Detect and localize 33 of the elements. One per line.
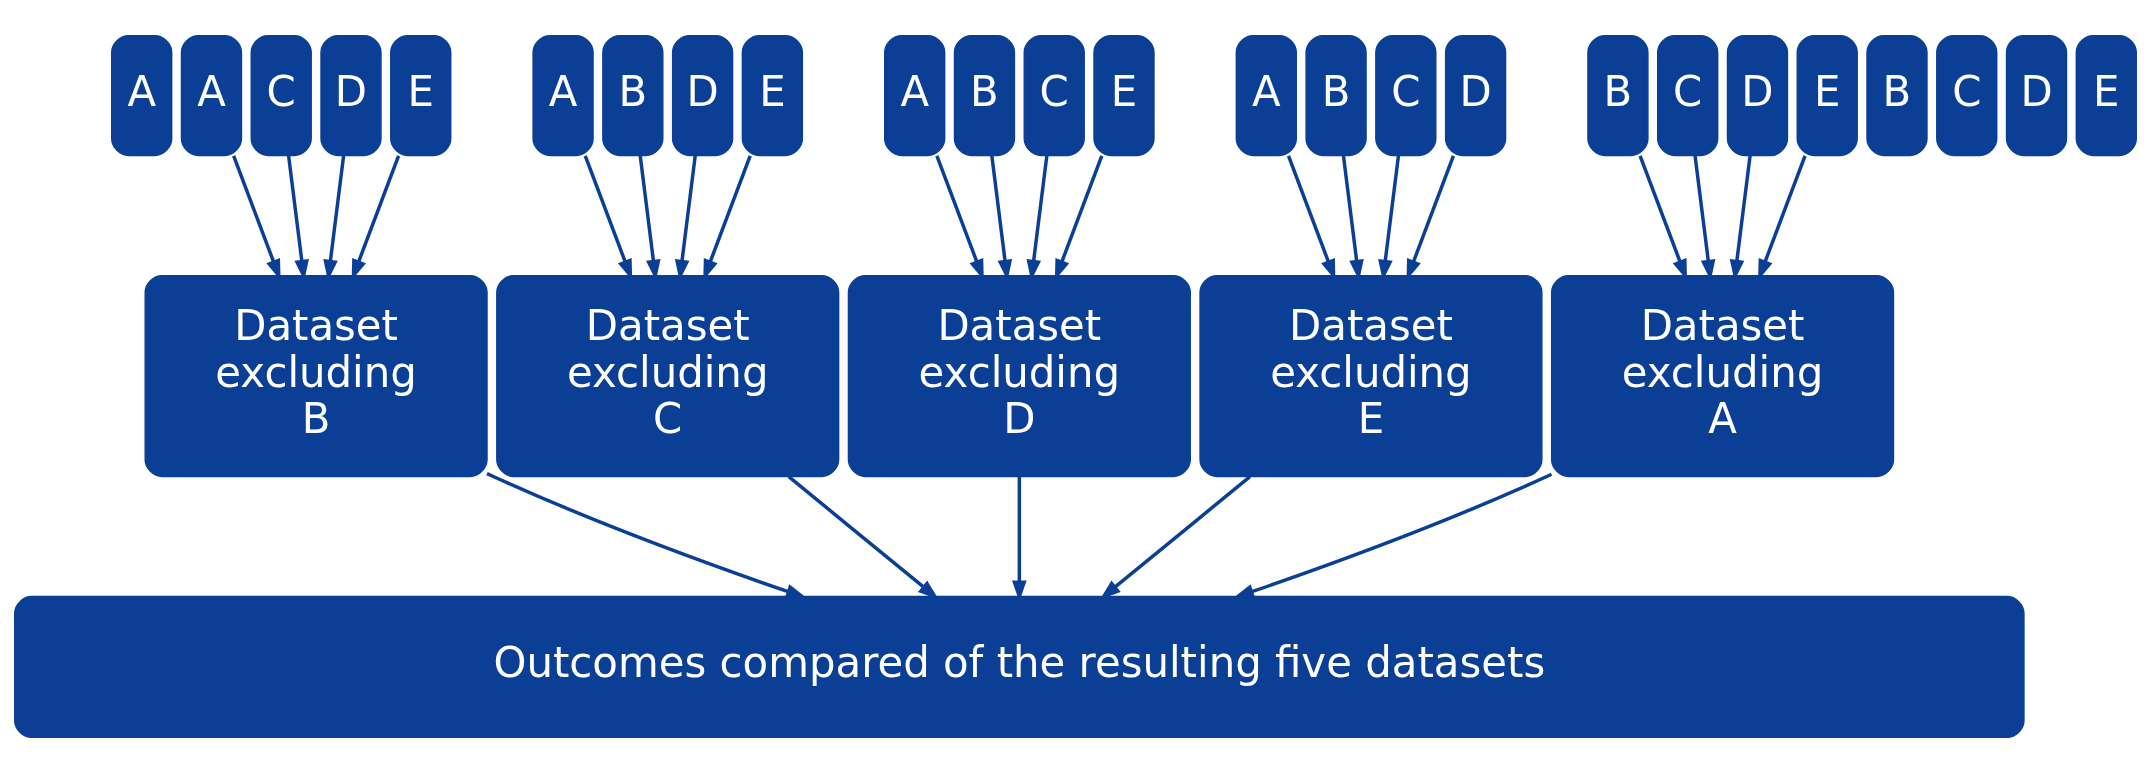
node-box: D xyxy=(1444,34,1507,157)
node-box: A xyxy=(884,34,946,157)
node-box: Dataset excluding D xyxy=(847,274,1191,478)
node-box: E xyxy=(1093,34,1155,157)
node-box: A xyxy=(1235,34,1297,157)
node-box: Dataset excluding A xyxy=(1550,274,1895,478)
node-box: B xyxy=(602,34,664,157)
node-box: D xyxy=(2005,34,2068,157)
node-box: E xyxy=(390,34,452,157)
arrow xyxy=(1233,472,1553,599)
node-box: C xyxy=(1023,34,1085,157)
node-box: Dataset excluding C xyxy=(496,274,840,478)
node-box: Dataset excluding E xyxy=(1199,274,1543,478)
node-box: Dataset excluding B xyxy=(144,274,488,478)
node-box: B xyxy=(1587,34,1649,157)
node-box: C xyxy=(1657,34,1719,157)
node-box: C xyxy=(1936,34,1998,157)
node-box: E xyxy=(741,34,804,157)
node-box: E xyxy=(1796,34,1858,157)
node-box: B xyxy=(953,34,1016,157)
node-box: D xyxy=(671,34,734,157)
node-box: A xyxy=(532,34,594,157)
node-box: D xyxy=(1726,34,1789,157)
node-box: B xyxy=(1305,34,1367,157)
node-box: A xyxy=(180,34,243,157)
node-box: C xyxy=(250,34,312,157)
node-box: C xyxy=(1375,34,1437,157)
node-box: E xyxy=(2075,34,2137,157)
node-box: A xyxy=(111,34,173,157)
node-box: B xyxy=(1866,34,1928,157)
node-box: D xyxy=(320,34,382,157)
node-box: Outcomes compared of the resulting five datasets xyxy=(14,595,2025,739)
arrow xyxy=(486,472,807,599)
